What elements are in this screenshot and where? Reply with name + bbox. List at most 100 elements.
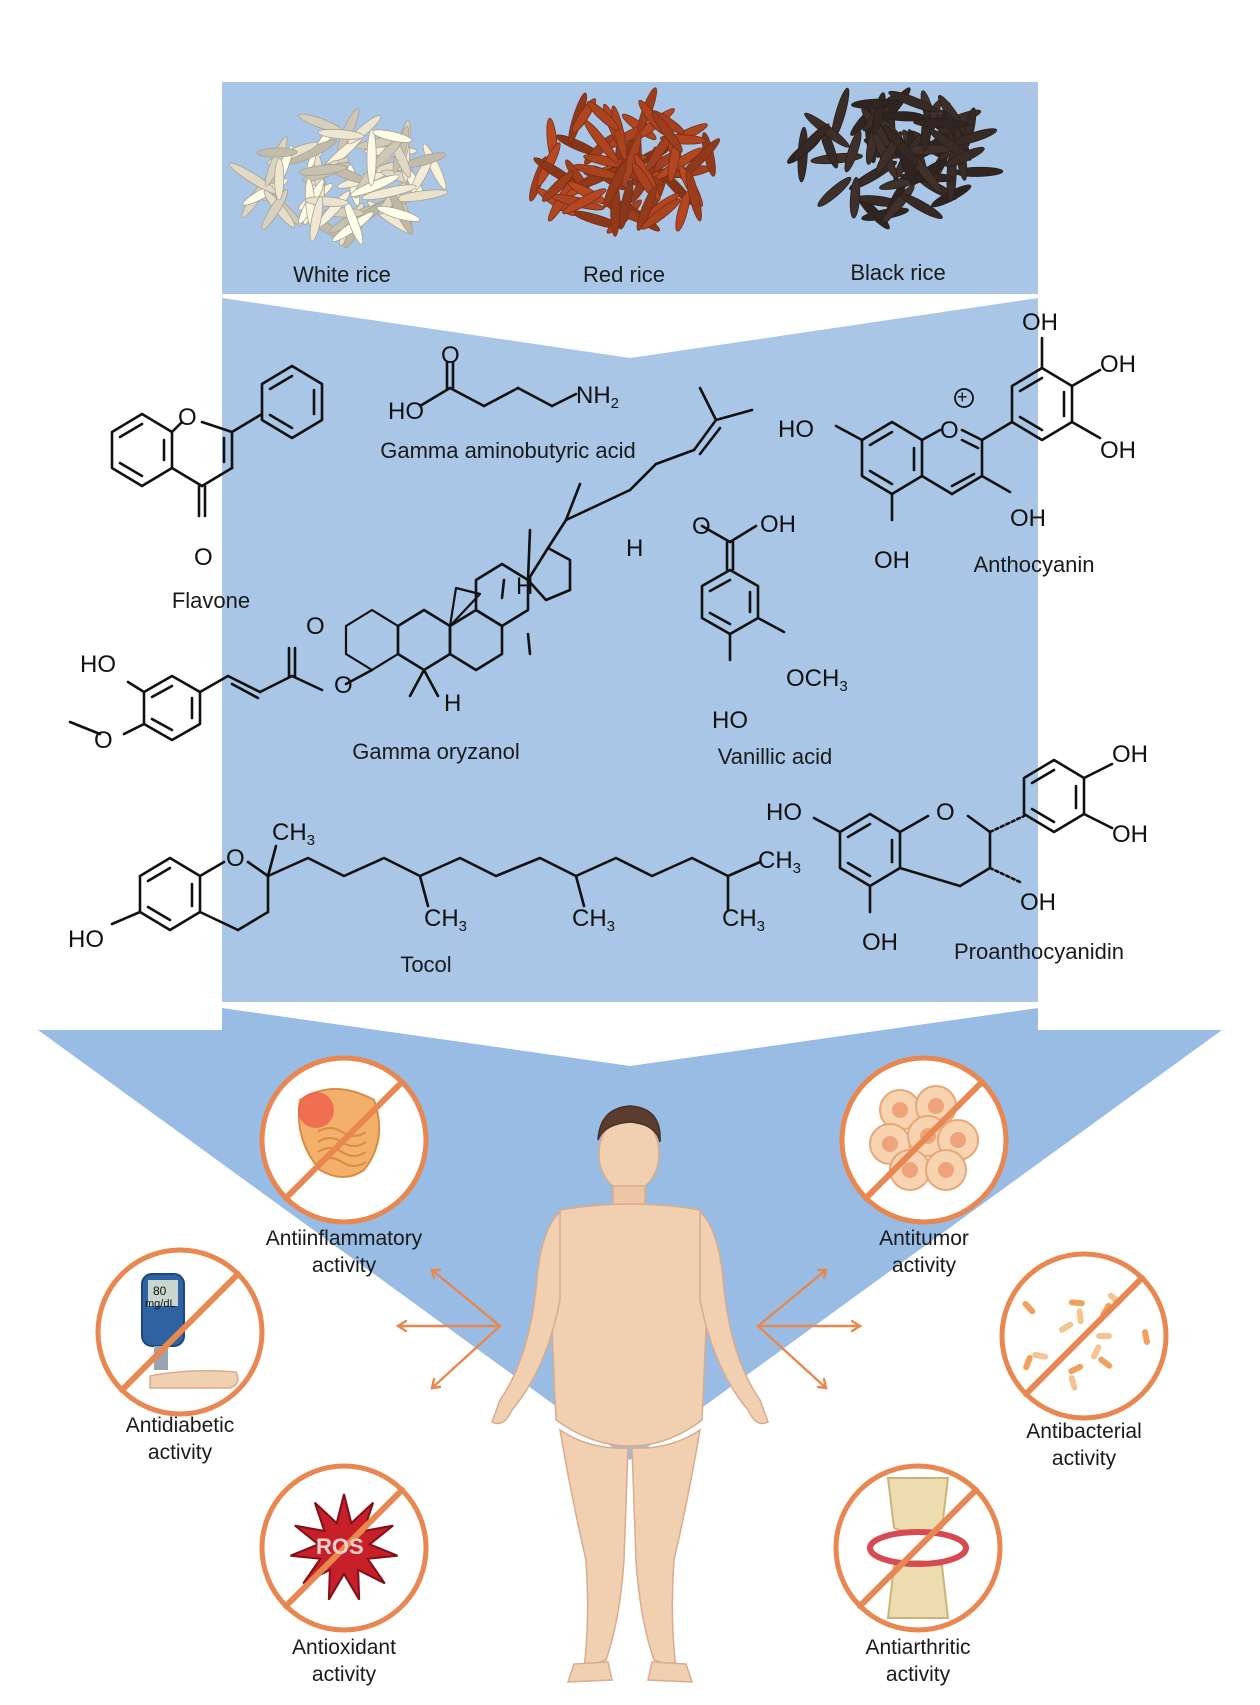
- rice-grain: [913, 118, 969, 129]
- rice-grain: [603, 161, 627, 208]
- rice-grain: [376, 205, 421, 222]
- atom-label: HO: [68, 926, 104, 953]
- rice-grain: [261, 189, 289, 231]
- black-rice-grains: [787, 87, 1004, 230]
- atom-label: HO: [712, 707, 748, 734]
- atom-label-ch3: CH3: [572, 905, 616, 936]
- atom-label: O: [94, 727, 113, 754]
- atom-label: OH: [862, 929, 898, 956]
- rice-grain: [256, 147, 298, 158]
- glucometer-value: 80: [153, 1284, 167, 1298]
- rice-grain: [685, 168, 702, 222]
- atom-label: OH: [1112, 821, 1148, 848]
- rice-grain: [944, 146, 985, 167]
- anthocyanin-structure: [834, 336, 1102, 522]
- flavone-structure: [110, 364, 324, 518]
- tocol-structure: [110, 844, 762, 932]
- activity-icons: [95, 1055, 1169, 1633]
- rice-grain: [792, 123, 830, 161]
- rice-grain: [849, 160, 897, 191]
- proanthocyanidin-structure: [812, 758, 1114, 914]
- rice-grain: [309, 196, 324, 242]
- atom-label: HO: [766, 799, 802, 826]
- rice-label-red: Red rice: [583, 262, 665, 287]
- atom-label: HO: [778, 416, 814, 443]
- white-rice-grains: [228, 108, 449, 249]
- atom-label-ch3: CH3: [758, 847, 802, 878]
- compound-name-vanillic: Vanillic acid: [717, 744, 833, 769]
- atom-label: O: [334, 672, 353, 699]
- tumor-cells-icon: [839, 1055, 1009, 1225]
- rice-grain: [298, 164, 347, 176]
- knee-joint-icon: [833, 1463, 1003, 1633]
- oryzanol-structure: [68, 386, 754, 742]
- chevron-divider-top: [222, 294, 1038, 358]
- rice-grain: [851, 98, 900, 109]
- ros-burst-icon: [259, 1463, 429, 1633]
- red-rice-grains: [529, 87, 721, 237]
- atom-label: O: [306, 613, 325, 640]
- atom-label: H: [516, 573, 534, 600]
- compound-name-anthocyanin: Anthocyanin: [973, 552, 1095, 577]
- rice-grain: [888, 90, 938, 113]
- atom-label: OH: [1112, 741, 1148, 768]
- compound-name-oryzanol: Gamma oryzanol: [352, 739, 520, 764]
- effect-arrows: [395, 1268, 863, 1390]
- vanillic-structure: [700, 524, 786, 662]
- atom-label: OH: [760, 511, 796, 538]
- atom-label: OH: [874, 547, 910, 574]
- gaba-structure: [418, 360, 578, 408]
- atom-label-ch3: CH3: [424, 905, 468, 936]
- atom-label-nh2: NH2: [576, 382, 620, 413]
- chemical-bonds: [68, 336, 1114, 932]
- atom-label: HO: [80, 651, 116, 678]
- compounds-panel: [222, 298, 1038, 1002]
- rice-grain: [651, 111, 683, 153]
- atom-label: OH: [1100, 437, 1136, 464]
- rice-grain: [817, 176, 852, 207]
- atom-label: O: [441, 342, 460, 369]
- human-body-figure: [491, 1105, 769, 1683]
- atom-label: HO: [388, 398, 424, 425]
- glucometer-unit: mg/dL: [145, 1298, 176, 1310]
- atom-label: O: [936, 799, 955, 826]
- rice-grain: [611, 105, 628, 161]
- rice-label-black: Black rice: [850, 260, 946, 285]
- rice-label-white: White rice: [293, 262, 391, 287]
- rice-grain: [899, 193, 943, 219]
- compound-name-tocol: Tocol: [400, 952, 452, 977]
- rice-grain: [542, 170, 575, 202]
- compound-name-flavone: Flavone: [171, 588, 251, 613]
- rice-grain: [849, 177, 861, 219]
- rice-grain: [882, 111, 926, 122]
- atom-label: O: [940, 417, 959, 444]
- rice-grain: [844, 130, 862, 173]
- atom-label: H: [444, 690, 462, 717]
- bacteria-icon: [999, 1251, 1169, 1421]
- atom-label-ch3: CH3: [272, 819, 316, 850]
- rice-grain: [317, 128, 365, 140]
- rice-grain: [372, 129, 413, 143]
- atom-label: OH: [1022, 309, 1058, 336]
- rice-grain: [928, 128, 972, 161]
- compound-name-gaba: Gamma aminobutyric acid: [380, 438, 636, 463]
- rice-grain: [883, 125, 920, 167]
- atom-label: O: [692, 513, 711, 540]
- atom-label: OH: [1020, 889, 1056, 916]
- atom-label: O: [194, 544, 213, 571]
- ros-label: ROS: [316, 1534, 364, 1559]
- rice-grain: [366, 129, 377, 186]
- atom-label: O: [178, 404, 197, 431]
- inflamed-intestine-icon: [259, 1055, 429, 1225]
- rice-grain: [636, 186, 657, 231]
- rice-grain: [587, 100, 620, 132]
- charge-plus: +: [957, 387, 968, 407]
- rice-grain: [361, 184, 417, 200]
- atom-label: OH: [1010, 505, 1046, 532]
- rice-grain: [640, 198, 681, 230]
